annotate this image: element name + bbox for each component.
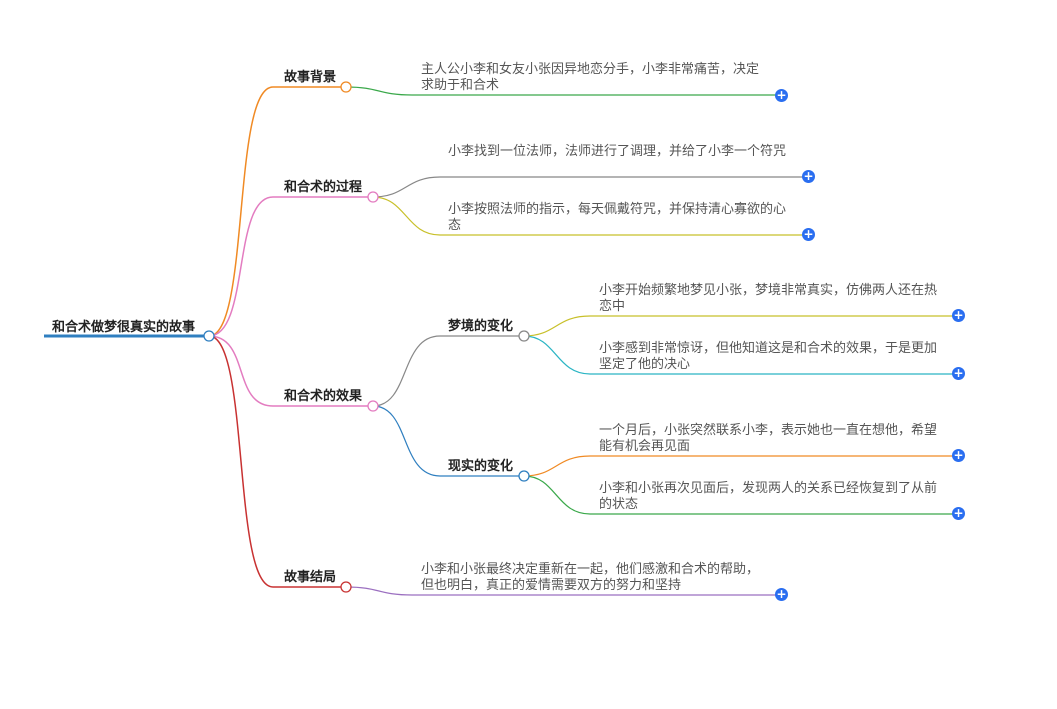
connector-leaf-3-0 [345,586,782,596]
connector-sub-1 [372,405,524,477]
leaf-1-1-text[interactable]: 小李按照法师的指示，每天佩戴符咒，并保持清心寡欲的心态 [448,202,787,233]
connector-sub-leaf-0-1 [523,335,958,375]
sub-leaf-0-1-expand-button[interactable]: + [952,366,965,380]
connector-sub-leaf-0-0 [523,315,958,337]
leaf-1-0-expand-button[interactable]: + [802,169,815,183]
connector-leaf-1-0 [372,176,808,198]
connector-sub-leaf-1-0 [523,455,958,477]
sub-leaf-1-1-expand-button[interactable]: + [952,506,965,520]
branch-2-collapse-toggle[interactable] [367,400,379,412]
connector-branch-0 [208,86,274,337]
connector-sub-0 [372,335,524,407]
connector-sub-leaf-1-1 [523,475,958,515]
sub-leaf-0-0-text[interactable]: 小李开始频繁地梦见小张，梦境非常真实，仿佛两人还在热恋中 [599,283,938,314]
branch-3-label[interactable]: 故事结局 [284,570,337,585]
sub-1-collapse-toggle[interactable] [518,470,530,482]
connector-leaf-1-1 [372,196,808,236]
sub-leaf-1-1-text[interactable]: 小李和小张再次见面后，发现两人的关系已经恢复到了从前的状态 [599,481,938,512]
sub-1-label[interactable]: 现实的变化 [448,459,514,474]
sub-leaf-1-0-text[interactable]: 一个月后，小张突然联系小李，表示她也一直在想他，希望能有机会再见面 [599,423,938,454]
root-node-label[interactable]: 和合术做梦很真实的故事 [52,320,196,335]
root-collapse-toggle[interactable] [203,330,215,342]
sub-leaf-0-1-text[interactable]: 小李感到非常惊讶，但他知道这是和合术的效果，于是更加坚定了他的决心 [599,341,938,372]
connector-branch-3 [208,335,274,588]
sub-leaf-0-0-expand-button[interactable]: + [952,308,965,322]
connector-branch-1 [208,196,274,337]
leaf-3-0-text[interactable]: 小李和小张最终决定重新在一起，他们感激和合术的帮助，但也明白，真正的爱情需要双方… [421,562,760,593]
leaf-3-0-expand-button[interactable]: + [775,587,788,601]
sub-leaf-1-0-expand-button[interactable]: + [952,448,965,462]
connector-leaf-0-0 [345,86,782,96]
leaf-1-1-expand-button[interactable]: + [802,227,815,241]
sub-0-collapse-toggle[interactable] [518,330,530,342]
leaf-0-0-expand-button[interactable]: + [775,88,788,102]
branch-0-label[interactable]: 故事背景 [284,70,337,85]
leaf-1-0-text[interactable]: 小李找到一位法师，法师进行了调理，并给了小李一个符咒 [448,144,787,159]
branch-3-collapse-toggle[interactable] [340,581,352,593]
branch-0-collapse-toggle[interactable] [340,81,352,93]
leaf-0-0-text[interactable]: 主人公小李和女友小张因异地恋分手，小李非常痛苦，决定求助于和合术 [421,62,760,93]
branch-1-label[interactable]: 和合术的过程 [284,180,363,195]
branch-1-collapse-toggle[interactable] [367,191,379,203]
connector-branch-2 [208,335,274,407]
sub-0-label[interactable]: 梦境的变化 [448,319,514,334]
branch-2-label[interactable]: 和合术的效果 [284,389,363,404]
